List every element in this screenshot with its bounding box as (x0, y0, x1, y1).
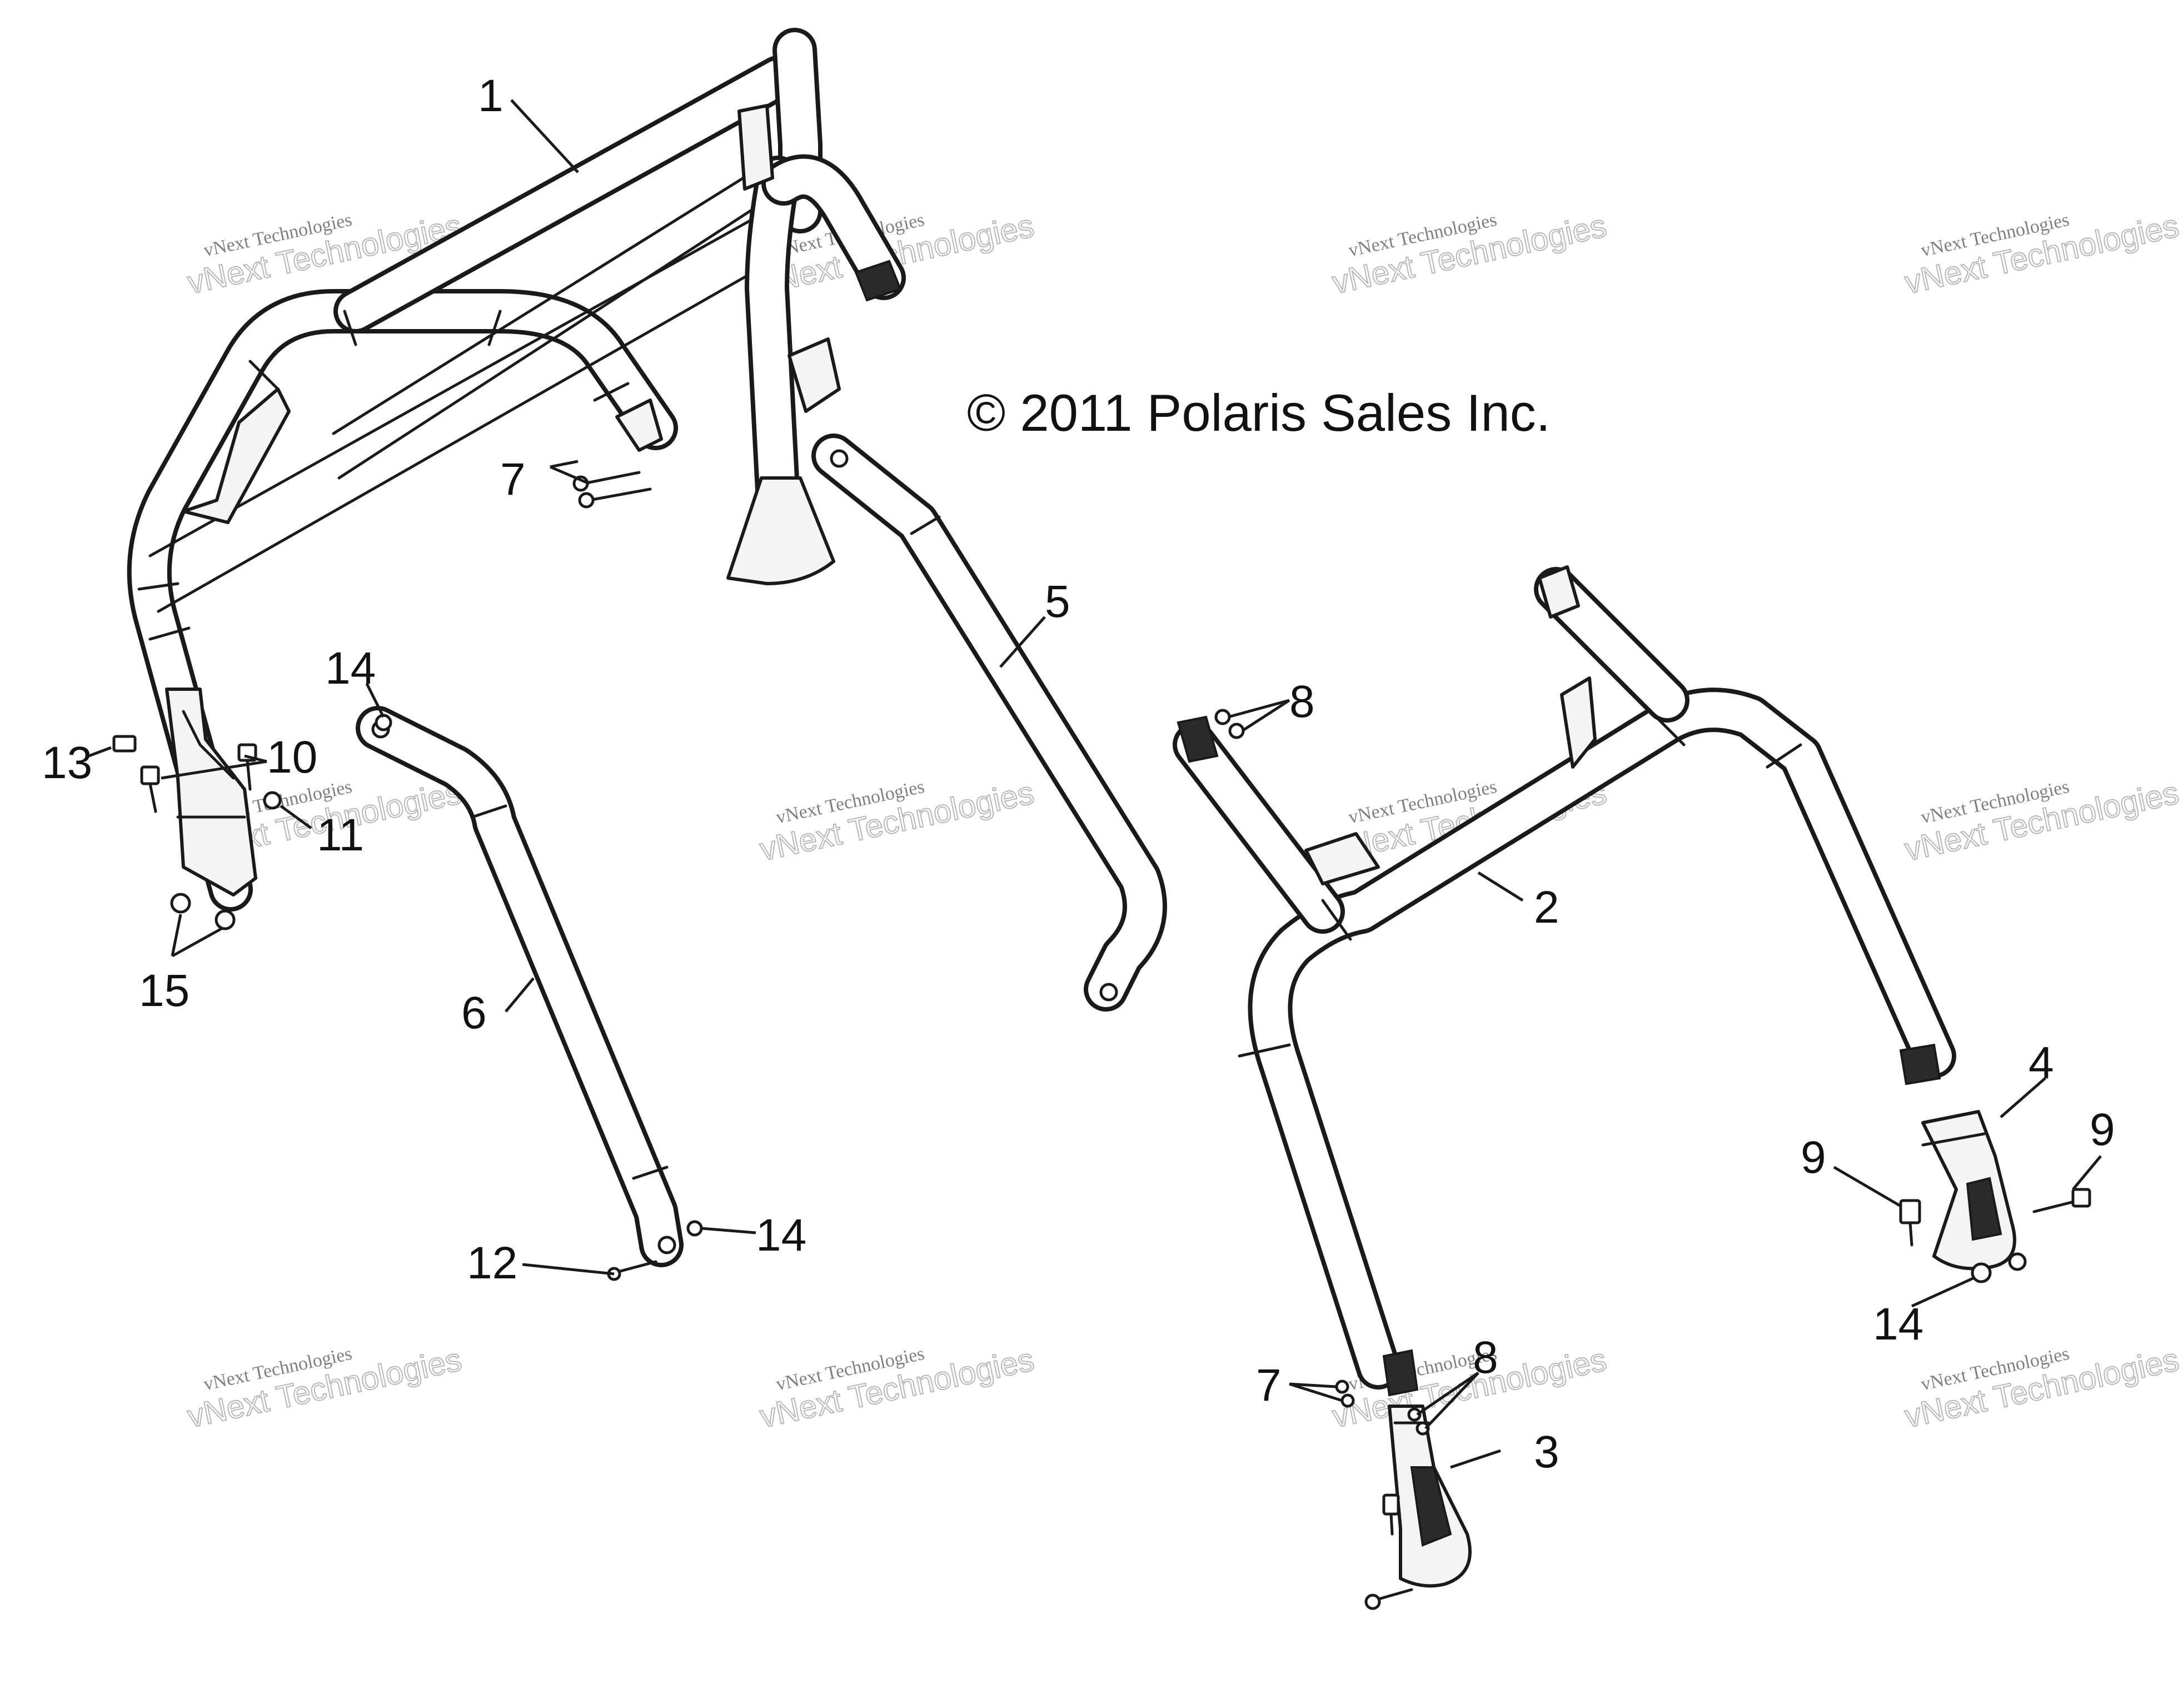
frame-mount-bracket (1304, 832, 1380, 885)
leader-lines (88, 99, 2102, 1469)
callout-3: 3 (1534, 1427, 1559, 1477)
callout-1: 1 (478, 71, 504, 121)
tube-end-clamp (854, 260, 902, 302)
washer-15 (215, 909, 236, 930)
callout-2: 2 (1534, 882, 1559, 933)
callout-8-upper: 8 (1289, 676, 1315, 727)
bolt-9 (1899, 1199, 1921, 1224)
washer-14 (1971, 1262, 1992, 1283)
watermark: vNext Technologies vNext Technologies (1901, 774, 2182, 868)
tube-end-cap (615, 399, 663, 452)
bolt-13 (112, 735, 137, 753)
tube-end-connector (1382, 1349, 1419, 1397)
nut-8 (1214, 709, 1231, 725)
callout-13: 13 (42, 738, 92, 788)
watermark: vNext Technologies vNext Technologies (184, 1341, 465, 1435)
callout-14-right: 14 (1873, 1299, 1923, 1350)
nut-8 (1228, 723, 1245, 739)
tube-end-connector (1538, 565, 1580, 619)
bolt-7-head (1335, 1380, 1349, 1394)
callout-9-left: 9 (1801, 1132, 1826, 1183)
callout-12: 12 (467, 1238, 517, 1288)
bolt-10 (140, 765, 160, 785)
watermark: vNext Technologies vNext Technologies (756, 1341, 1038, 1435)
bolt-12 (612, 1260, 657, 1274)
callout-4: 4 (2029, 1038, 2054, 1088)
nut-8 (1416, 1421, 1430, 1436)
callout-6: 6 (461, 988, 487, 1038)
watermark: vNext Technologies vNext Technologies (756, 774, 1038, 868)
washer-15 (170, 893, 191, 914)
tube-end-connector (1899, 1043, 1941, 1085)
callout-14-top: 14 (325, 643, 376, 694)
frame-side-gusset (182, 387, 291, 524)
callout-7-lower: 7 (1256, 1360, 1282, 1411)
bolt-7-head (1340, 1393, 1355, 1408)
callouts: 1 2 3 4 5 6 7 7 8 8 9 9 10 11 12 13 14 1… (42, 71, 2115, 1477)
callout-15: 15 (139, 965, 190, 1016)
hardware (112, 471, 2091, 1610)
watermark: vNext Technologies vNext Technologies (1329, 207, 1610, 301)
frame-mount-bracket (1560, 676, 1597, 769)
callout-8-lower: 8 (1473, 1332, 1498, 1383)
watermark: vNext Technologies vNext Technologies (1901, 207, 2182, 301)
part-5-side-support-tube (811, 434, 1167, 1012)
part-4-rear-foot-mount (1921, 1110, 2016, 1271)
lower-mount-bracket (165, 688, 257, 897)
frame-mount-bracket (737, 104, 774, 191)
nut-8 (1407, 1407, 1422, 1422)
part-1-rear-cage-frame (127, 28, 906, 912)
post-foot-plate (726, 476, 835, 585)
nut-14 (375, 714, 392, 731)
nut-14 (686, 1220, 703, 1237)
bolt-7-head (578, 492, 595, 509)
frame-mount-bracket (788, 337, 841, 413)
callout-10: 10 (267, 732, 317, 783)
callout-5: 5 (1045, 576, 1070, 627)
bolt (1382, 1493, 1400, 1516)
callout-9-right: 9 (2090, 1104, 2115, 1155)
tube-end-connector (1177, 715, 1219, 763)
watermark: vNext Technologies vNext Technologies (1901, 1341, 2182, 1435)
part-2-front-cage-frame (1173, 565, 1956, 1397)
part-3-front-foot-mount (1388, 1405, 1472, 1588)
callout-7-upper: 7 (500, 454, 526, 505)
callout-14-middle: 14 (756, 1210, 806, 1261)
nut-14 (2008, 1252, 2027, 1271)
copyright-notice: © 2011 Polaris Sales Inc. (967, 384, 1551, 442)
bolt-7 (582, 471, 652, 502)
callout-11: 11 (317, 810, 364, 860)
bolt-9 (2032, 1199, 2080, 1213)
nut-11 (263, 791, 282, 810)
